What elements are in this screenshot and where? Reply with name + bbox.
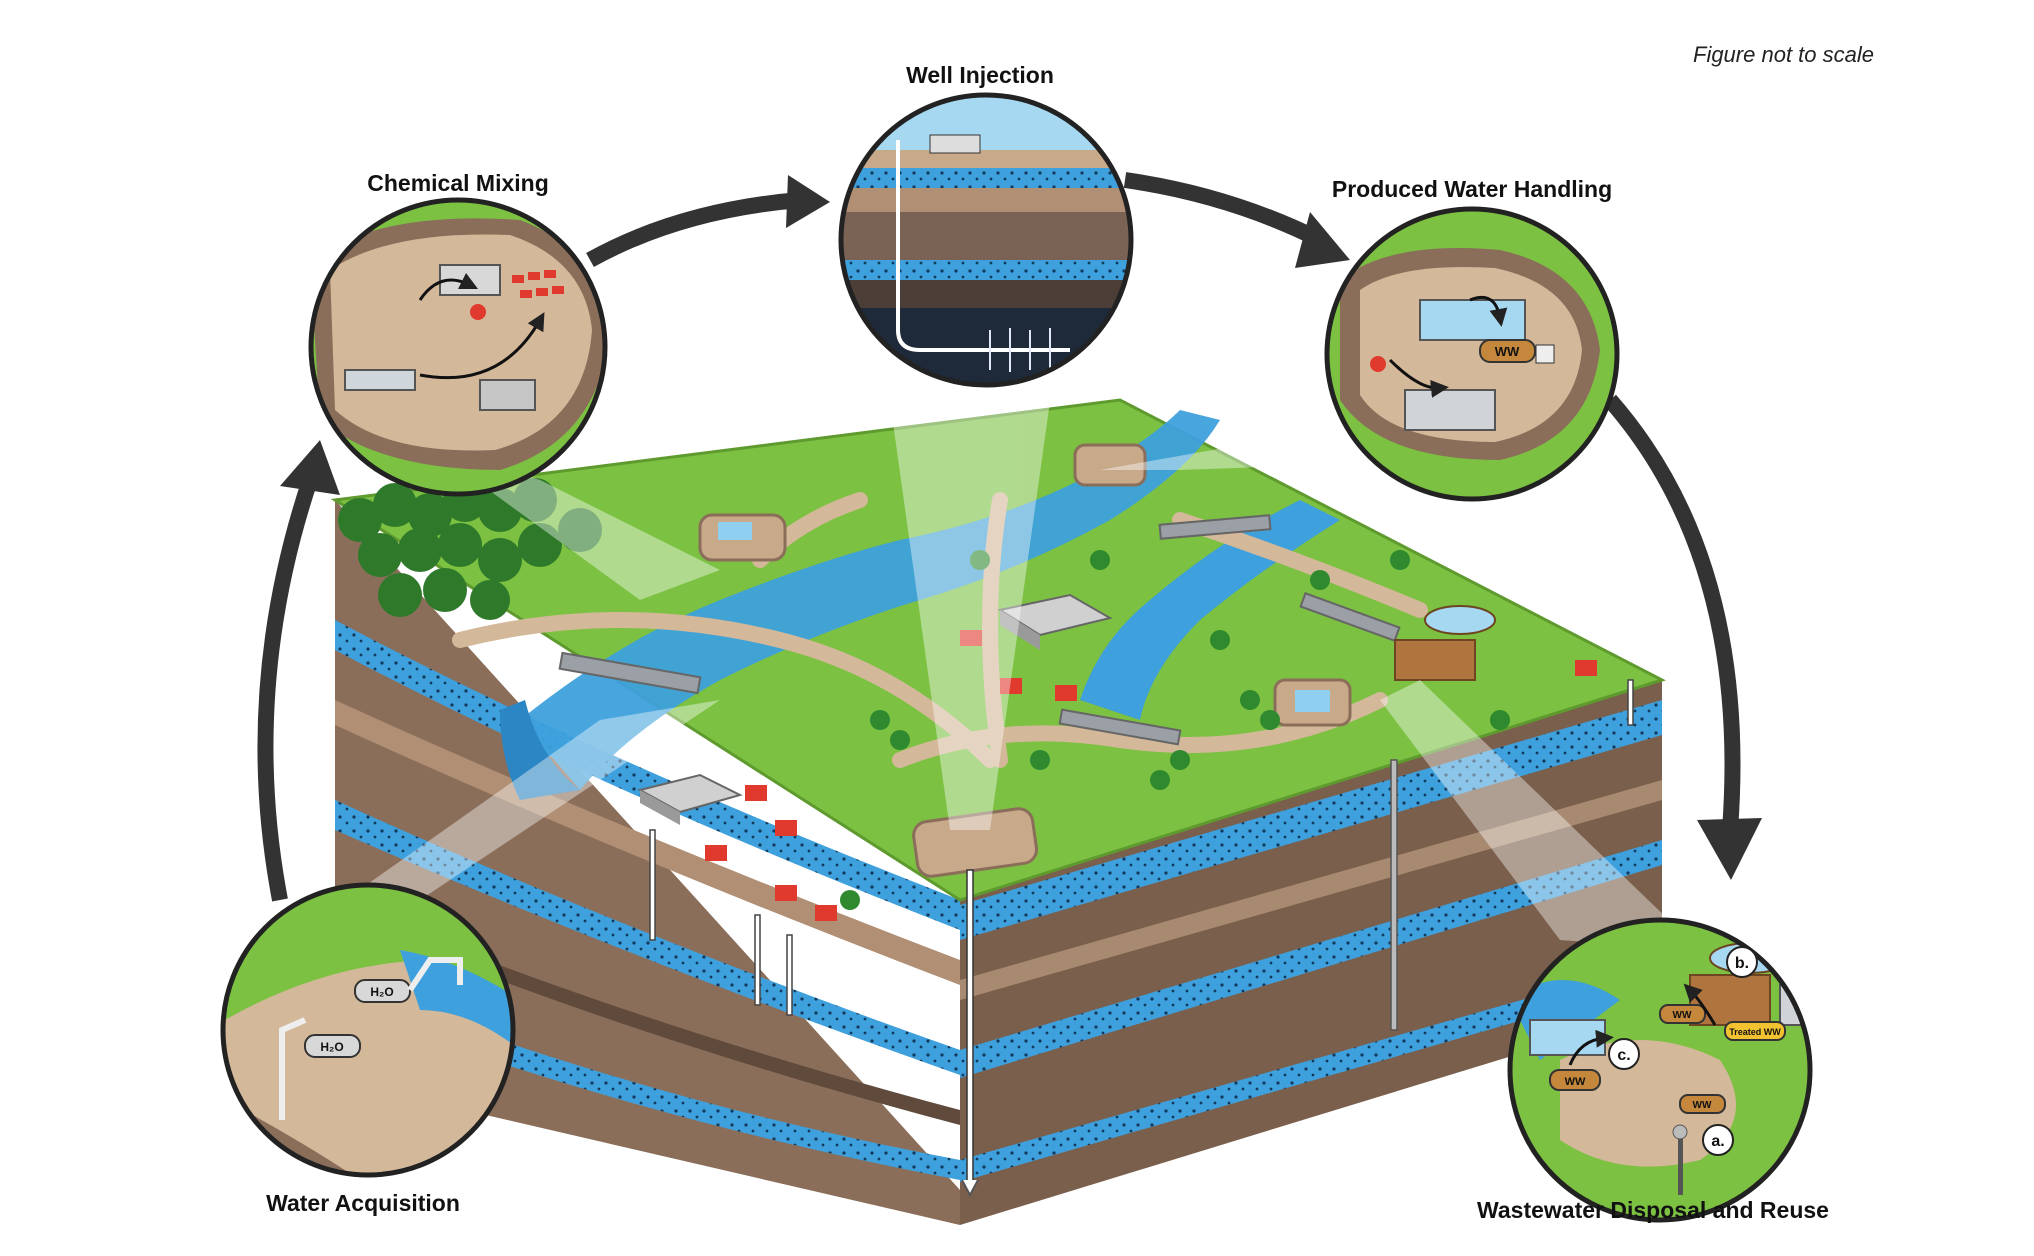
ww-truck: WW (1659, 1004, 1706, 1024)
inset-wastewater-disposal-reuse: WW WW WW Treated WW b. (1507, 917, 1813, 1223)
right-aquifer-upper (960, 700, 1662, 940)
ww-truck: WW (1679, 1094, 1726, 1114)
pad-pond (718, 522, 752, 540)
ww-label: WW (1693, 1100, 1712, 1111)
label-wastewater-disposal-reuse: Wastewater Disposal and Reuse (1477, 1197, 1829, 1223)
scale-note: Figure not to scale (1693, 42, 1874, 67)
bridges (558, 514, 1401, 746)
inset-well-injection (838, 92, 1134, 388)
left-aquifer-upper (335, 620, 960, 930)
left-aquifer-mid (335, 800, 960, 1075)
option-badge-a: a. (1702, 1124, 1734, 1156)
arrow-acquisition-to-mixing (257, 477, 318, 902)
intake-pipe (279, 1017, 307, 1120)
option-c-label: c. (1617, 1047, 1630, 1064)
option-a-label: a. (1711, 1133, 1724, 1150)
tanker-truck-1: H₂O (354, 979, 411, 1003)
storage-tank (1424, 605, 1496, 635)
storage-tanks (1404, 389, 1496, 431)
label-produced-water-handling: Produced Water Handling (1331, 176, 1613, 202)
pump-truck (929, 134, 981, 154)
option-badge-c: c. (1608, 1038, 1640, 1070)
label-chemical-mixing: Chemical Mixing (367, 170, 549, 196)
pad-pond (1295, 690, 1330, 712)
ww-truck: WW (1549, 1069, 1601, 1091)
tanker-truck-2: H₂O (304, 1034, 361, 1058)
terrain-block (330, 398, 1666, 1225)
well-casings (649, 679, 1634, 1198)
h2o-label: H₂O (320, 1040, 343, 1054)
treated-ww-label: Treated WW (1729, 1027, 1781, 1037)
buildings (637, 593, 1496, 825)
ww-label: WW (1565, 1076, 1586, 1088)
ww-label: WW (1673, 1010, 1692, 1021)
inset-produced-water-handling: WW (1324, 206, 1620, 502)
left-aquifer-deep (335, 980, 960, 1180)
arrowheads (280, 175, 1762, 880)
inset-chemical-mixing (308, 197, 608, 497)
river (520, 410, 1220, 790)
arrow-produced-to-wastewater (1603, 394, 1741, 831)
wellhead-icon (1370, 356, 1386, 372)
treated-ww-truck: Treated WW (1724, 1021, 1786, 1041)
treatment-plant (1394, 639, 1476, 681)
ww-label: WW (1495, 344, 1520, 359)
cycle-arrows (257, 172, 1741, 902)
arrow-injection-to-produced (1123, 172, 1324, 248)
right-aquifer-deep (960, 960, 1662, 1182)
injection-well (1678, 1135, 1683, 1195)
label-well-injection: Well Injection (906, 62, 1054, 88)
storage-containers (344, 369, 416, 391)
h2o-label: H₂O (370, 985, 393, 999)
river-outflow (500, 700, 580, 800)
arrow-mixing-to-injection (586, 192, 801, 267)
inset-water-acquisition: H₂O H₂O (220, 882, 516, 1178)
wellbore (896, 140, 1070, 352)
right-aquifer-mid (960, 840, 1662, 1078)
evaporation-pond (1529, 1019, 1606, 1056)
pump-trucks (512, 270, 564, 298)
ww-truck: WW (1479, 339, 1555, 364)
wellhead-icon (470, 304, 486, 320)
label-water-acquisition: Water Acquisition (266, 1190, 460, 1216)
option-badge-b: b. (1726, 946, 1758, 978)
fractures (989, 328, 1051, 372)
lined-pit (1419, 299, 1526, 341)
trees (840, 550, 1510, 910)
houses (705, 630, 1597, 921)
option-b-label: b. (1735, 955, 1749, 972)
